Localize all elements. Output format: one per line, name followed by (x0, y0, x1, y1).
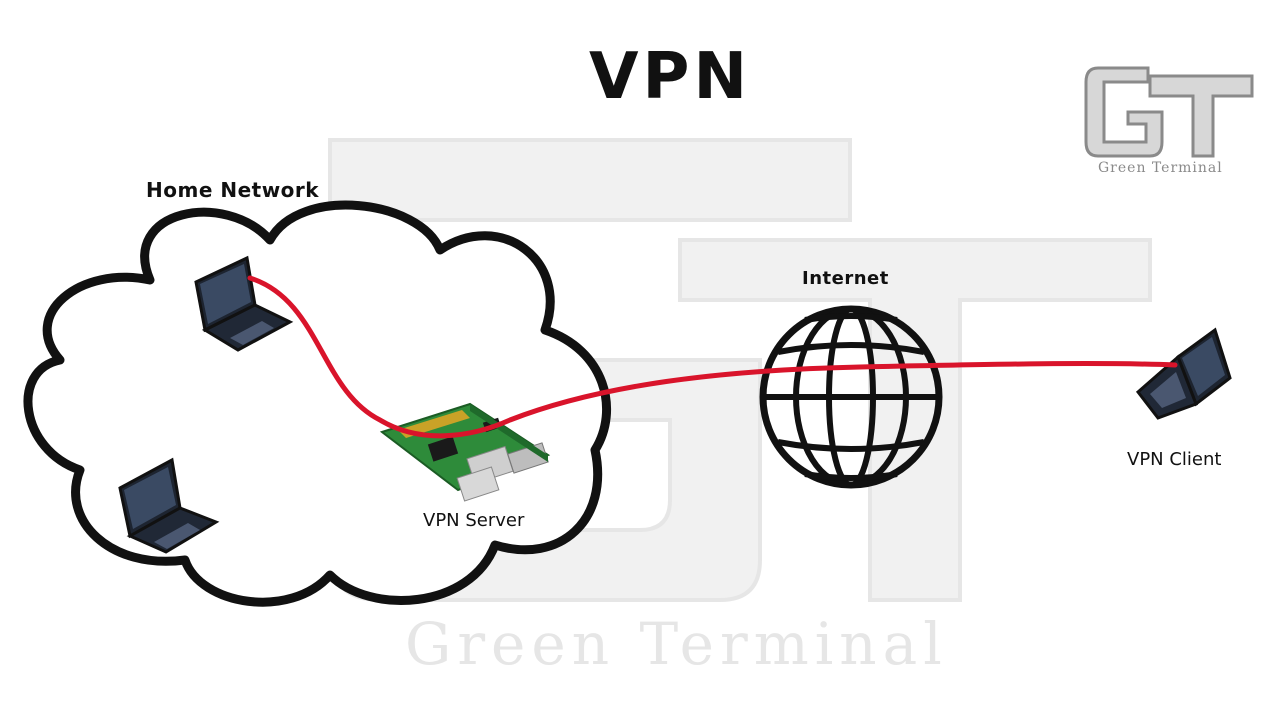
page-title: VPN (589, 40, 751, 114)
vpn-server-label: VPN Server (423, 510, 525, 531)
cloud-icon (23, 200, 612, 607)
globe-icon (759, 305, 943, 489)
vpn-client-laptop-icon (1135, 327, 1232, 420)
home-network-label: Home Network (146, 178, 320, 202)
logo-caption: Green Terminal (1098, 160, 1223, 176)
vpn-client-label: VPN Client (1127, 449, 1222, 470)
watermark-caption: Green Terminal (405, 610, 948, 678)
home-laptop-2-icon (118, 457, 220, 554)
home-laptop-1-icon (194, 255, 294, 352)
internet-label: Internet (802, 268, 889, 289)
green-terminal-logo-icon (1084, 66, 1254, 158)
vpn-tunnel-line (247, 275, 1178, 439)
raspberry-pi-icon (379, 402, 551, 502)
